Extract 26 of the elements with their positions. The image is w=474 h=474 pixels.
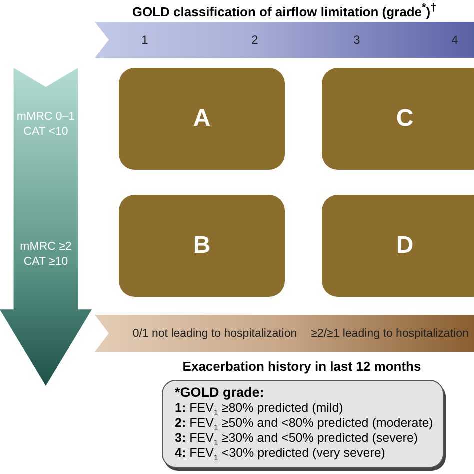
key-entry: 1: FEV$_{1}$ ≥80% predicted (mild) — [175, 401, 344, 416]
key-heading: *GOLD grade: — [175, 384, 266, 401]
band-label: 1 — [142, 33, 148, 47]
axis-label: mMRC ≥2 CAT ≥10 — [19, 240, 73, 270]
heading: GOLD classification of airflow limitation (grade$^{*}$)$^{†}$ — [131, 2, 438, 20]
key-entry: 3: FEV$_{1}$ ≥30% and <50% predicted (severe) — [175, 431, 420, 446]
group-letter: A — [192, 105, 212, 133]
group-box — [119, 195, 285, 297]
group-box — [119, 68, 285, 170]
group-box — [322, 68, 474, 170]
key-box — [162, 380, 444, 468]
group-letter: D — [395, 232, 415, 260]
band-label: 4 — [452, 33, 458, 47]
band-label: 0/1 not leading to hospitalization — [132, 328, 298, 340]
group-box — [322, 195, 474, 297]
key-entry: 4: FEV$_{1}$ <30% predicted (very severe) — [175, 446, 386, 461]
group-letter: C — [395, 105, 415, 133]
key-entry: 2: FEV$_{1}$ ≥50% and <80% predicted (moderate) — [175, 416, 434, 431]
chevron-band — [95, 315, 474, 352]
band-label: 3 — [354, 33, 360, 47]
group-letter: B — [192, 232, 212, 260]
band-label: 2 — [252, 33, 258, 47]
axis-label: mMRC 0–1 CAT <10 — [16, 110, 76, 140]
heading: Exacerbation history in last 12 months — [182, 359, 422, 374]
band-label: ≥2/≥1 leading to hospitalization — [311, 328, 469, 340]
chevron-band — [95, 22, 474, 58]
